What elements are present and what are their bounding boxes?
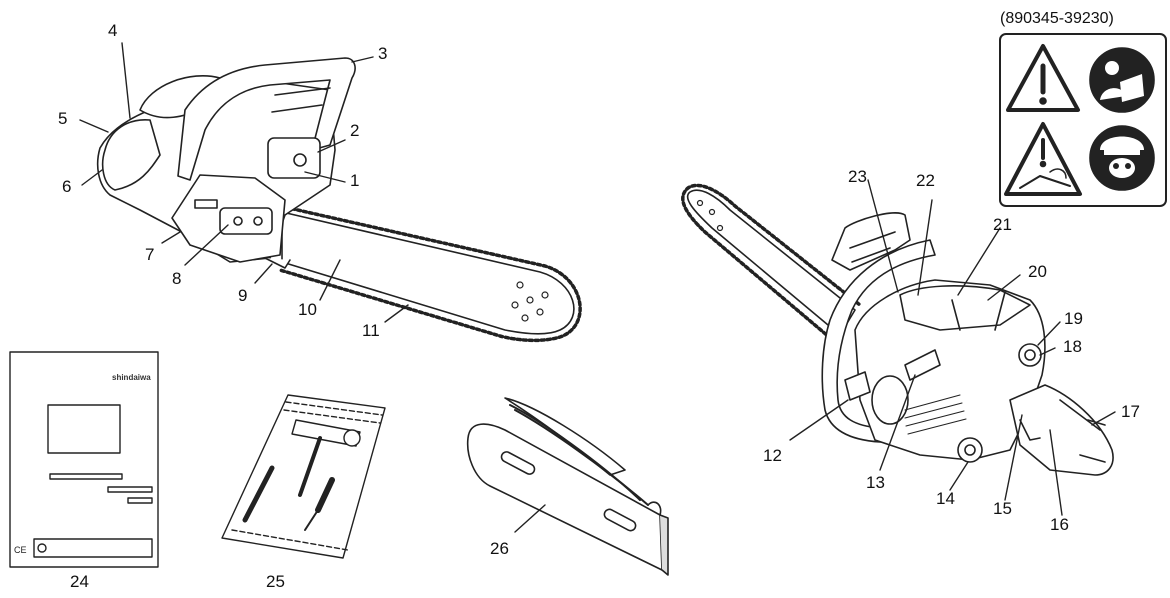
saw-chain-right <box>681 183 862 344</box>
manual-brand: shindaiwa <box>112 373 151 382</box>
read-manual-icon <box>1089 47 1155 113</box>
callout-5: 5 <box>58 109 68 128</box>
callout-17: 17 <box>1121 402 1140 421</box>
file-tool-icon <box>242 465 275 523</box>
warning-triangle-icon <box>1006 44 1080 112</box>
fuel-cap-right <box>957 437 983 463</box>
starter-housing <box>871 375 909 425</box>
warning-panel <box>999 33 1167 207</box>
callout-4: 4 <box>108 21 118 40</box>
callout-25: 25 <box>266 572 285 591</box>
bar-nut-b <box>253 216 263 226</box>
callout-3: 3 <box>378 44 388 63</box>
bar-plate <box>219 207 273 235</box>
callout-1: 1 <box>350 171 360 190</box>
callout-16: 16 <box>1050 515 1069 534</box>
hand-guard-right <box>831 212 911 271</box>
callout-20: 20 <box>1028 262 1047 281</box>
chain-brake-pivot <box>293 153 307 167</box>
cover-knob-right <box>1018 343 1042 367</box>
callout-18: 18 <box>1063 337 1082 356</box>
front-handle-left <box>177 57 356 181</box>
t-wrench-icon <box>291 419 361 497</box>
callout-8: 8 <box>172 269 182 288</box>
manual-logo-icon <box>37 543 47 553</box>
callout-11: 11 <box>362 321 380 340</box>
chainsaw-right-view <box>681 183 1114 476</box>
screwdriver-icon <box>304 477 335 531</box>
wear-protection-icon <box>1089 125 1155 191</box>
callout-10: 10 <box>298 300 317 319</box>
operators-manual: shindaiwa CE <box>9 351 159 568</box>
starter-grip <box>844 371 871 401</box>
part-number: (890345-39230) <box>1000 10 1114 27</box>
callout-23: 23 <box>848 167 867 186</box>
callout-19: 19 <box>1064 309 1083 328</box>
cover-label <box>194 199 218 209</box>
saw-chain-left <box>278 204 582 343</box>
handle-slot-b <box>271 104 323 113</box>
leader-26 <box>514 504 546 533</box>
manual-ce-mark: CE <box>14 545 27 555</box>
bar-nut-a <box>233 216 243 226</box>
callout-26: 26 <box>490 539 509 558</box>
cooling-fins <box>904 394 967 435</box>
callout-2: 2 <box>350 121 360 140</box>
leaders-right <box>789 179 1116 516</box>
kickback-warning-icon <box>1004 122 1082 196</box>
guide-bar-right <box>686 189 856 336</box>
callout-14: 14 <box>936 489 955 508</box>
bucking-spike-left <box>264 257 291 269</box>
callout-15: 15 <box>993 499 1012 518</box>
callout-24: 24 <box>70 572 89 591</box>
handle-slot-a <box>274 87 331 96</box>
bar-nose-hole-c <box>716 224 724 232</box>
tool-kit-bag <box>221 394 386 559</box>
rear-handle-left <box>101 119 161 191</box>
throttle-trigger <box>1019 419 1041 441</box>
leaders-left <box>79 42 409 323</box>
bar-cover <box>466 397 669 576</box>
bar-nose-hole-a <box>696 199 704 207</box>
callout-6: 6 <box>62 177 72 196</box>
callout-22: 22 <box>916 171 935 190</box>
guide-bar-left <box>281 211 575 335</box>
callout-13: 13 <box>866 473 885 492</box>
callout-21: 21 <box>993 215 1012 234</box>
bar-nose-hole-b <box>708 208 716 216</box>
callout-9: 9 <box>238 286 248 305</box>
choke-knob-right <box>904 349 941 381</box>
callout-7: 7 <box>145 245 155 264</box>
callout-12: 12 <box>763 446 782 465</box>
rear-handle-right <box>1009 384 1114 476</box>
chainsaw-left-view <box>96 57 582 343</box>
bar-nose-holes <box>511 281 549 322</box>
